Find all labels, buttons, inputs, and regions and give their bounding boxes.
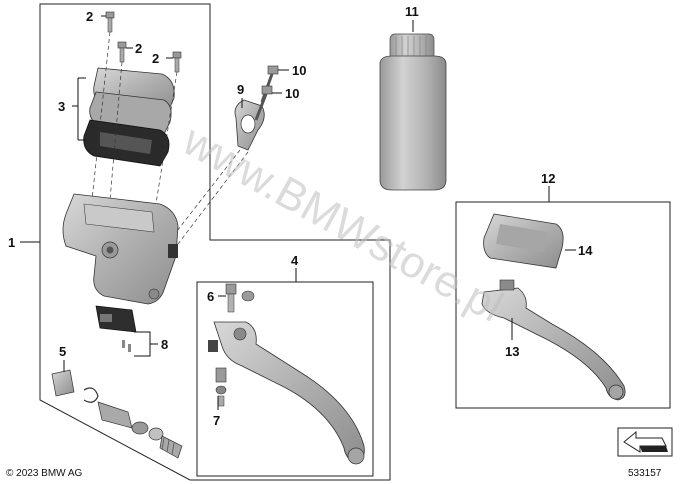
callout-2c: 2 xyxy=(152,51,159,66)
callout-8: 8 xyxy=(161,337,168,352)
callout-2a: 2 xyxy=(86,9,93,24)
adjuster-part-7 xyxy=(215,367,227,407)
callout-6: 6 xyxy=(207,289,214,304)
assembly-frame-4 xyxy=(196,281,374,477)
reservoir-cover-part-14 xyxy=(483,213,564,269)
callout-4: 4 xyxy=(291,253,299,268)
screw-part-2 xyxy=(105,11,182,73)
piston-kit-part-5 xyxy=(51,369,183,459)
callout-1: 1 xyxy=(8,235,15,250)
watermark-text: www.BMWstore.pl xyxy=(174,115,511,331)
callout-14: 14 xyxy=(578,243,593,258)
orientation-arrow-icon xyxy=(617,427,673,457)
assembly-frame-12 xyxy=(455,201,671,409)
pivot-bolt-part-6 xyxy=(225,283,255,313)
callout-3: 3 xyxy=(58,99,65,114)
callout-10b: 10 xyxy=(285,86,299,101)
leader-lines xyxy=(20,15,576,410)
assembly-lines xyxy=(91,31,249,245)
callout-9: 9 xyxy=(237,82,244,97)
callout-11: 11 xyxy=(405,4,419,19)
screw-part-10 xyxy=(254,65,279,121)
callout-12: 12 xyxy=(541,171,555,186)
lever-part-4 xyxy=(208,321,365,465)
callout-2b: 2 xyxy=(135,41,142,56)
fluid-bottle-part-11 xyxy=(379,33,447,191)
brake-switch-part-8 xyxy=(95,305,137,352)
diagram-number: 533157 xyxy=(628,468,662,479)
copyright-text: © 2023 BMW AG xyxy=(6,468,83,479)
callout-7: 7 xyxy=(213,413,220,428)
master-cylinder-body xyxy=(62,193,179,305)
callout-13: 13 xyxy=(505,344,519,359)
lever-part-13 xyxy=(481,279,626,401)
callout-10a: 10 xyxy=(292,63,306,78)
callout-5: 5 xyxy=(59,344,66,359)
assembly-frame-1 xyxy=(39,3,391,481)
reservoir-cover-part-3 xyxy=(83,67,175,167)
